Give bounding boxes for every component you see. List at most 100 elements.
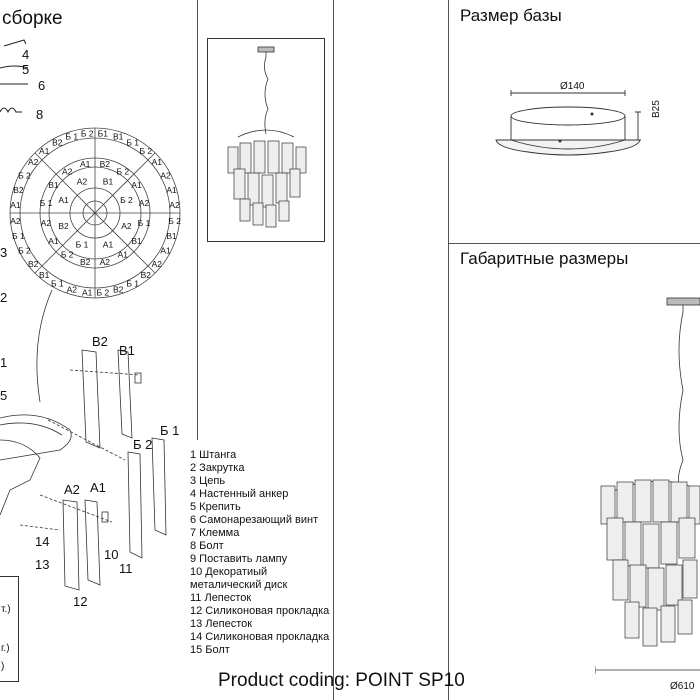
info-box-line-2: г.)	[1, 643, 10, 654]
hardware-number-5: 5	[22, 62, 30, 77]
ring-label: B1	[39, 270, 50, 280]
side-number-5: 5	[0, 388, 8, 403]
legend-item: 10 Декоратиый	[190, 566, 268, 578]
legend-item: 6 Самонарезающий винт	[190, 514, 319, 526]
legend-item: 4 Настенный анкер	[190, 488, 289, 500]
ring-label: A2	[169, 200, 180, 210]
ring-label: A1	[48, 236, 59, 246]
callout-13: 13	[35, 557, 50, 572]
product-coding: Product coding: POINT SP10	[218, 670, 465, 691]
overall-size-title: Габаритные размеры	[460, 249, 629, 268]
ring-label: B1	[131, 236, 142, 246]
parts-legend: 1 Штанга 2 Закрутка 3 Цепь 4 Настенный а…	[190, 449, 329, 657]
ring-label: B2	[13, 185, 24, 195]
petal-label-bb2: Б 2	[133, 437, 153, 452]
ring-label: A2	[10, 216, 21, 226]
legend-item: 15 Болт	[190, 644, 230, 656]
ring-label: A2	[160, 170, 171, 180]
ring-label: B2	[100, 159, 111, 169]
ring-label: B2	[58, 221, 69, 231]
divider-vertical-3	[448, 0, 449, 700]
hardware-sketches	[0, 39, 29, 114]
ring-label: Б 1	[51, 279, 64, 289]
legend-item: 14 Силиконовая прокладка	[190, 631, 330, 643]
ring-label: A1	[152, 157, 163, 167]
ring-label: Б 1	[65, 131, 78, 141]
ring-label: A2	[41, 218, 52, 228]
legend-item: 5 Крепить	[190, 501, 241, 513]
ring-label: Б 1	[126, 137, 139, 147]
ring-label: A1	[10, 200, 21, 210]
petal-label-bb1: Б 1	[160, 423, 180, 438]
ring-label: B2	[80, 257, 91, 267]
product-thumbnail-frame	[207, 38, 325, 242]
legend-item: 3 Цепь	[190, 475, 226, 487]
side-number-2: 2	[0, 290, 8, 305]
ring-label: B2	[28, 259, 39, 269]
ring-label: A1	[103, 239, 114, 249]
ring-label: Б 2	[116, 166, 129, 176]
ring-label: Б 2	[61, 250, 74, 260]
ring-label: Б 2	[18, 170, 31, 180]
legend-item: 9 Поставить лампу	[190, 553, 288, 565]
assembly-title: сборке	[2, 8, 63, 29]
ring-label: A2	[77, 177, 88, 187]
side-number-1: 1	[0, 355, 8, 370]
hardware-number-4: 4	[22, 47, 30, 62]
legend-item: металический диск	[190, 579, 288, 591]
ring-label: Б 1	[40, 198, 53, 208]
info-box-line-1: т.)	[1, 604, 11, 615]
ring-label: Б 2	[120, 195, 133, 205]
hardware-number-8: 8	[36, 107, 44, 122]
info-box-line-3: )	[1, 661, 5, 672]
legend-item: 1 Штанга	[190, 449, 237, 461]
base-size-title: Размер базы	[460, 6, 562, 25]
ring-label: B1	[48, 180, 59, 190]
legend-item: 8 Болт	[190, 540, 224, 552]
base-diameter-label: Ø140	[560, 81, 585, 92]
info-box	[0, 576, 19, 682]
ring-label: A2	[152, 259, 163, 269]
exploded-assembly-drawing	[0, 290, 167, 591]
base-size-drawing	[495, 90, 641, 156]
ring-label: A2	[139, 198, 150, 208]
ring-label: Б 2	[139, 146, 152, 156]
ring-label: B2	[113, 285, 124, 295]
ring-label: Б 2	[168, 216, 181, 226]
petal-label-a1: A1	[90, 480, 106, 495]
ring-label: B1	[166, 231, 177, 241]
side-number-3: 3	[0, 245, 8, 260]
callout-12: 12	[73, 594, 88, 609]
divider-horizontal	[448, 243, 700, 244]
ring-label: A2	[67, 285, 78, 295]
ring-label: Б 1	[126, 279, 139, 289]
ring-label: A2	[28, 157, 39, 167]
legend-item: 11 Лепесток	[190, 592, 252, 604]
ring-label: B2	[141, 270, 152, 280]
ring-label: A1	[39, 146, 50, 156]
callout-14: 14	[35, 534, 50, 549]
ring-label: A1	[80, 159, 91, 169]
base-height-label: B25	[651, 100, 662, 118]
product-thumbnail	[227, 46, 307, 228]
ring-label: A1	[58, 195, 69, 205]
ring-label: A2	[121, 221, 132, 231]
callout-10: 10	[104, 547, 119, 562]
ring-label: A1	[166, 185, 177, 195]
divider-vertical-1	[197, 0, 198, 440]
legend-item: 2 Закрутка	[190, 462, 245, 474]
petal-label-b1: B1	[119, 343, 135, 358]
legend-item: 12 Силиконовая прокладка	[190, 605, 330, 617]
ring-label: Б 1	[76, 239, 89, 249]
ring-label: A1	[131, 180, 142, 190]
legend-item: 13 Лепесток	[190, 618, 253, 630]
ring-label: A2	[100, 257, 111, 267]
ring-label: A1	[160, 246, 171, 256]
ring-label: A2	[62, 166, 73, 176]
ring-label: Б 2	[81, 128, 94, 138]
petal-label-b2: B2	[92, 334, 108, 349]
ring-label: A1	[118, 250, 129, 260]
legend-item: 7 Клемма	[190, 527, 240, 539]
ring-label: Б 2	[96, 288, 109, 298]
